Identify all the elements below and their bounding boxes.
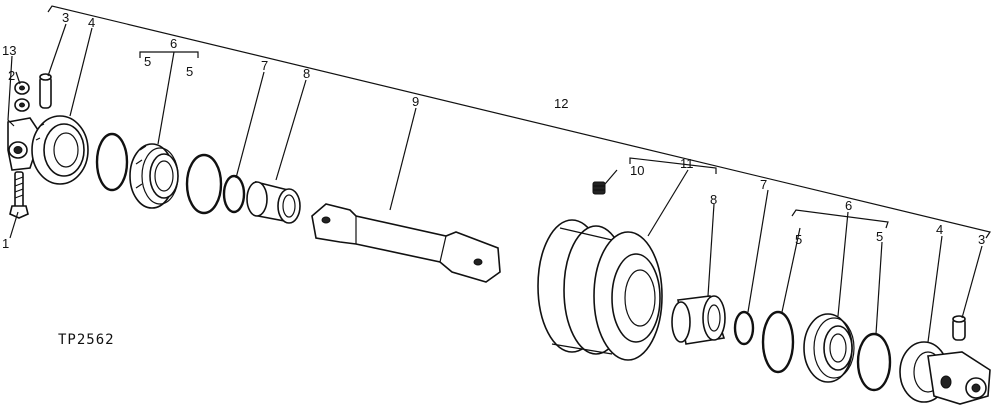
- pin-part-3-left: [39, 73, 52, 109]
- leader-lines: [7, 23, 983, 343]
- callout-6-left: 6: [170, 36, 177, 51]
- callout-13: 13: [2, 43, 16, 58]
- callout-3-right: 3: [978, 232, 985, 247]
- nut-part-2: [14, 81, 30, 112]
- pin-part-3-right: [952, 315, 966, 341]
- callout-8-right: 8: [710, 192, 717, 207]
- o-ring-part-5-right-b: [856, 332, 892, 392]
- bushing-part-8-left: [246, 180, 301, 224]
- callout-3-left: 3: [62, 10, 69, 25]
- callout-2: 2: [8, 68, 15, 83]
- callout-4-left: 4: [88, 15, 95, 30]
- callout-10: 10: [630, 163, 644, 178]
- o-ring-part-7-left: [222, 174, 246, 214]
- seal-part-6-left: [129, 143, 179, 209]
- o-ring-part-5-left-a: [95, 132, 129, 192]
- o-ring-part-5-left-b: [185, 153, 223, 215]
- shaft-part-9: [311, 203, 501, 283]
- callout-6-right: 6: [845, 198, 852, 213]
- callout-5-right-a: 5: [795, 232, 802, 247]
- o-ring-part-7-right: [733, 310, 755, 346]
- figure-id: TP2562: [58, 332, 115, 348]
- callout-9: 9: [412, 94, 419, 109]
- o-ring-part-5-right-a: [761, 310, 795, 374]
- callout-5-left-a: 5: [144, 54, 151, 69]
- callout-5-right-b: 5: [876, 229, 883, 244]
- callout-11: 11: [680, 156, 694, 171]
- bushing-part-8-right: [671, 295, 726, 345]
- end-collar-part-4-right: [899, 341, 991, 405]
- callout-labels: 1 2 3 4 5 5 6 7 8 9 10 11 12 13 8 7 5 6 …: [2, 10, 985, 251]
- callout-8-left: 8: [303, 66, 310, 81]
- seal-part-6-right: [803, 313, 855, 383]
- plug-part-10: [592, 181, 606, 195]
- callout-7-right: 7: [760, 177, 767, 192]
- callout-1: 1: [2, 236, 9, 251]
- roller-part-11: [537, 219, 663, 361]
- assembly-bracket-12: [47, 5, 991, 239]
- callout-5-left-b: 5: [186, 64, 193, 79]
- callout-4-right: 4: [936, 222, 943, 237]
- callout-7-left: 7: [261, 58, 268, 73]
- end-collar-part-4-left: [7, 115, 89, 185]
- callout-12: 12: [554, 96, 568, 111]
- bolt-part-1: [9, 171, 29, 219]
